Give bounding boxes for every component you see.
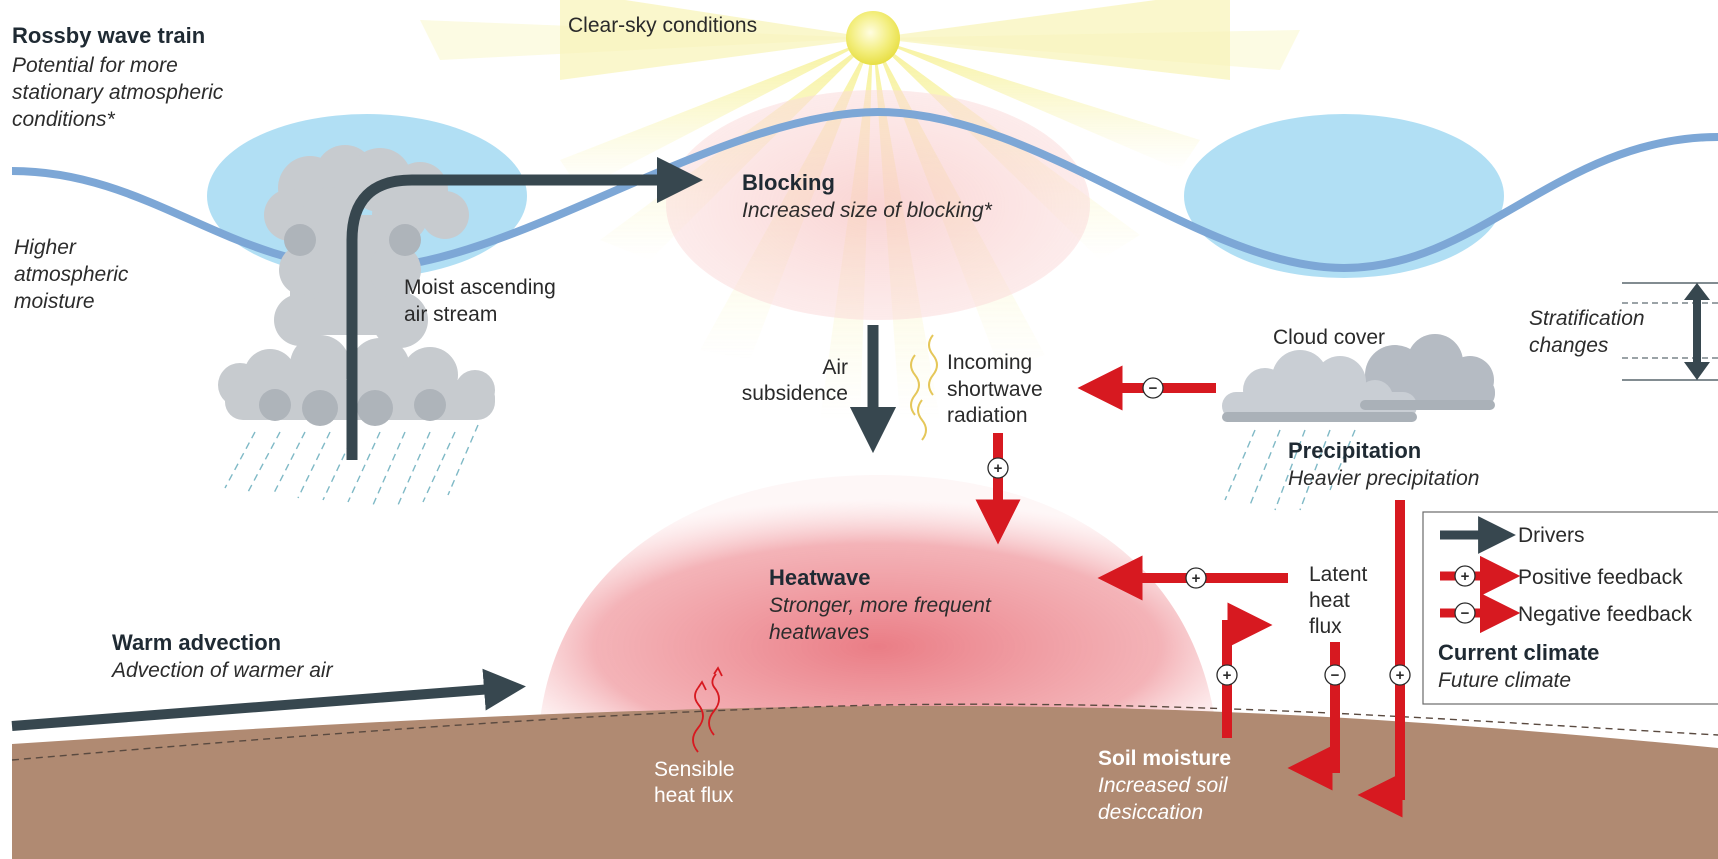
sensible-line2: heat flux bbox=[654, 784, 734, 807]
precipitation-subtitle: Heavier precipitation bbox=[1288, 467, 1479, 490]
ground-dashed-line bbox=[11, 703, 1718, 761]
svg-text:−: − bbox=[1149, 380, 1158, 397]
minus-sign-cloud: − bbox=[1142, 377, 1164, 399]
stratification-bracket bbox=[1622, 282, 1718, 381]
legend-future: Future climate bbox=[1438, 669, 1571, 692]
svg-text:+: + bbox=[1396, 667, 1405, 684]
low-pressure-ellipse-right bbox=[1184, 114, 1504, 278]
plus-sign-latent: + bbox=[1185, 567, 1207, 589]
svg-text:−: − bbox=[1331, 667, 1340, 684]
rossby-line2: stationary atmospheric bbox=[12, 81, 224, 104]
svg-text:−: − bbox=[1461, 605, 1470, 622]
latent-line2: heat bbox=[1309, 589, 1350, 612]
svg-text:+: + bbox=[1461, 568, 1470, 585]
shortwave-line2: shortwave bbox=[947, 378, 1043, 401]
heatwave-line1: Stronger, more frequent bbox=[769, 594, 992, 617]
latent-line3: flux bbox=[1309, 615, 1342, 638]
shortwave-line1: Incoming bbox=[947, 351, 1032, 374]
heatwave-line2: heatwaves bbox=[769, 621, 870, 644]
subsidence-line2: subsidence bbox=[742, 382, 848, 405]
rossby-title: Rossby wave train bbox=[12, 23, 205, 48]
blocking-ellipse bbox=[666, 90, 1090, 320]
legend: + − bbox=[1422, 511, 1718, 705]
moist-ascending-arrow bbox=[346, 156, 704, 460]
clear-sky-label: Clear-sky conditions bbox=[568, 14, 757, 37]
cloud-cover-icon bbox=[1222, 334, 1495, 511]
warm-advection-title: Warm advection bbox=[112, 630, 281, 655]
legend-positive: Positive feedback bbox=[1518, 566, 1683, 589]
storm-cloud-icon bbox=[218, 145, 495, 506]
ground bbox=[12, 705, 1718, 859]
moisture-line3: moisture bbox=[14, 290, 95, 313]
svg-text:+: + bbox=[994, 460, 1003, 477]
blocking-subtitle: Increased size of blocking* bbox=[742, 199, 993, 222]
moist-stream-line1: Moist ascending bbox=[404, 276, 556, 299]
sun-icon bbox=[846, 11, 900, 65]
stratification-line2: changes bbox=[1529, 334, 1609, 357]
precipitation-title: Precipitation bbox=[1288, 438, 1421, 463]
legend-current: Current climate bbox=[1438, 640, 1599, 665]
cloud-cover-label: Cloud cover bbox=[1273, 326, 1385, 349]
soil-to-latent-arrow[interactable] bbox=[1222, 602, 1273, 738]
svg-text:+: + bbox=[1223, 667, 1232, 684]
rossby-wave-line bbox=[11, 107, 1718, 273]
blocking-title: Blocking bbox=[742, 170, 835, 195]
soil-line2: desiccation bbox=[1098, 801, 1203, 824]
moist-stream-line2: air stream bbox=[404, 303, 497, 326]
legend-drivers: Drivers bbox=[1518, 524, 1585, 547]
soil-title: Soil moisture bbox=[1098, 747, 1231, 770]
heatwave-title: Heatwave bbox=[769, 565, 871, 590]
shortwave-squiggle-icon bbox=[910, 334, 938, 441]
svg-text:+: + bbox=[1192, 570, 1201, 587]
rossby-line3: conditions* bbox=[12, 108, 116, 131]
shortwave-line3: radiation bbox=[947, 404, 1028, 427]
stratification-line1: Stratification bbox=[1529, 307, 1645, 330]
moisture-line1: Higher bbox=[14, 236, 77, 259]
subsidence-line1: Air bbox=[822, 356, 848, 379]
moisture-line2: atmospheric bbox=[14, 263, 129, 286]
precip-to-soil-arrow[interactable] bbox=[1357, 500, 1405, 818]
warm-advection-arrow bbox=[11, 668, 526, 731]
latent-line1: Latent bbox=[1309, 563, 1368, 586]
soil-line1: Increased soil bbox=[1098, 774, 1229, 797]
plus-sign-soil-up: + bbox=[1216, 664, 1238, 686]
plus-sign-precip: + bbox=[1389, 664, 1411, 686]
legend-negative: Negative feedback bbox=[1518, 603, 1692, 626]
minus-sign-latent-down: − bbox=[1324, 664, 1346, 686]
rossby-line1: Potential for more bbox=[12, 54, 178, 77]
warm-advection-subtitle: Advection of warmer air bbox=[110, 659, 334, 682]
sensible-heat-squiggle-icon bbox=[692, 666, 723, 753]
heatwave-dome bbox=[540, 475, 1215, 720]
sensible-line1: Sensible bbox=[654, 758, 735, 781]
plus-sign-shortwave: + bbox=[987, 457, 1009, 479]
